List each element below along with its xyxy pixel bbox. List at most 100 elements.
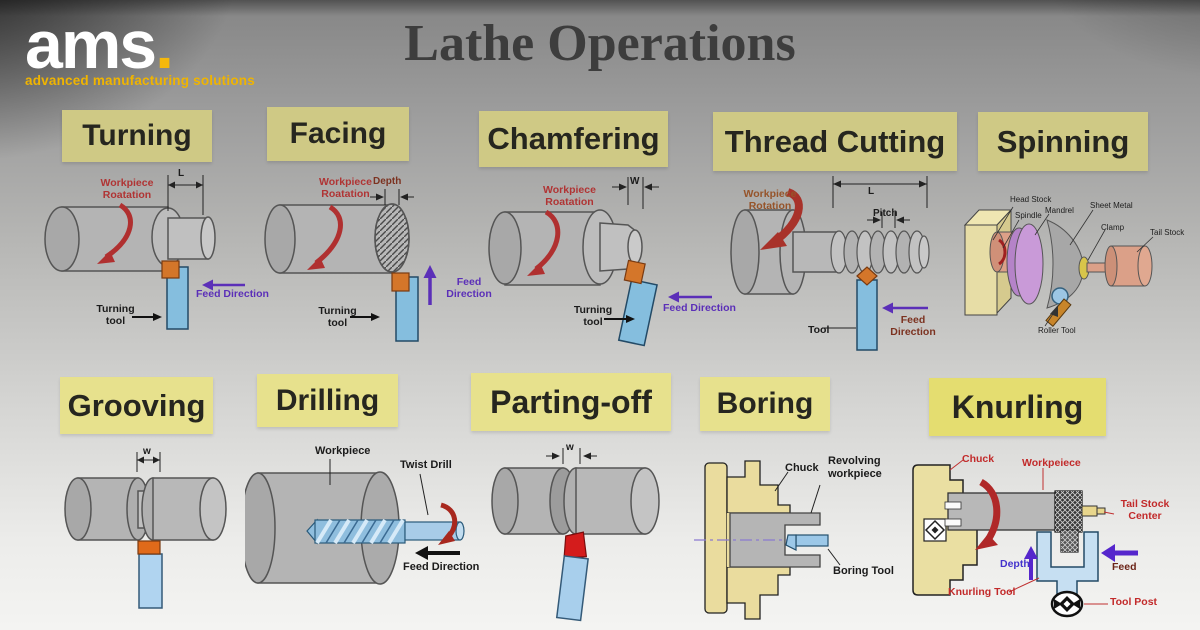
chamfering-rotation-label: Workpiece Roatation: [543, 184, 596, 209]
turning-header: Turning: [62, 110, 212, 162]
turning-feed-label: Feed Direction: [196, 288, 269, 300]
knurling-chuck-notch-bottom: [944, 518, 962, 527]
grooving-dimension-w: [136, 452, 161, 472]
knurling-chuck-notch-top: [944, 501, 962, 510]
panel-thread-cutting: Thread Cutting: [710, 106, 962, 358]
grooving-workpiece: [64, 477, 227, 541]
parting-off-workpiece: [491, 467, 660, 535]
thread-rotation-arrow: [760, 188, 803, 250]
facing-feed-arrow: [423, 265, 437, 305]
boring-workpiece-label: Revolving workpiece: [828, 455, 882, 480]
facing-rotation-arrow: [307, 204, 343, 270]
drilling-feed-label: Feed Direction: [403, 561, 480, 573]
parting-off-diagram: [491, 448, 660, 622]
facing-dimension-depth: [370, 189, 414, 205]
drilling-diagram: [245, 459, 465, 585]
thread-dim-length-label: L: [868, 186, 875, 197]
knurling-tool-post-label: Tool Post: [1110, 596, 1158, 608]
drilling-rotation-arrow: [438, 502, 458, 545]
turning-dimension-L: [167, 175, 204, 215]
page-title: Lathe Operations: [404, 15, 796, 72]
thread-dim-pitch-label: Pitch: [873, 208, 898, 219]
ams-logo: ams. advanced manufacturing solutions: [25, 7, 275, 88]
turning-tool-shape: [161, 260, 189, 330]
facing-feed-label: Feed Direction: [446, 276, 492, 301]
knurling-feed-arrow: [1101, 544, 1138, 562]
facing-tool-label: Turning tool: [318, 305, 357, 330]
panel-facing: Facing: [260, 102, 492, 350]
knurling-knurled-section: [1054, 490, 1083, 533]
thread-feed-label: Feed Direction: [890, 314, 936, 339]
boring-diagram: [694, 460, 841, 620]
drilling-twist-drill-label: Twist Drill: [400, 459, 452, 471]
facing-dim-label: Depth: [373, 176, 402, 187]
parting-off-dim-label: w: [566, 442, 574, 453]
knurling-tool-shape: [1036, 531, 1099, 609]
knurling-leader-lines: [949, 459, 1115, 605]
knurling-diagram: [912, 459, 1138, 618]
spinning-sheet-metal-label: Sheet Metal: [1090, 201, 1133, 210]
drilling-twist-drill: [306, 518, 465, 545]
knurling-tail-stock-center-label: Tail Stock Center: [1120, 498, 1170, 523]
boring-header: Boring: [700, 377, 830, 431]
grooving-diagram: [64, 452, 227, 609]
parting-off-dimension-w: [546, 448, 597, 464]
chamfering-dimension-W: [612, 177, 659, 209]
turning-rotation-label: Workpiece Roatation: [100, 177, 154, 202]
spinning-leader-lines: [992, 206, 1154, 327]
chamfering-rotation-arrow: [527, 209, 561, 276]
parting-off-tool-shape: [555, 531, 589, 622]
knurling-header: Knurling: [929, 378, 1106, 436]
thread-feed-arrow: [882, 302, 928, 314]
facing-tool-shape: [391, 272, 419, 342]
knurling-rotation-arrow: [975, 478, 1001, 550]
boring-leader-lines: [774, 471, 841, 566]
chamfering-tool-label: Turning tool: [573, 304, 613, 329]
thread-cutting-header: Thread Cutting: [713, 112, 957, 171]
boring-tool-shape: [785, 534, 829, 551]
knurling-wheel: [1060, 529, 1079, 553]
turning-feed-arrow: [202, 279, 245, 291]
parting-off-header: Parting-off: [471, 373, 671, 431]
chamfering-tool-shape: [617, 259, 658, 347]
thread-rotation-label: Workpiece Rotation: [743, 188, 797, 213]
knurling-workpiece-shape: [947, 492, 1061, 531]
turning-dim-label: L: [178, 168, 185, 179]
spinning-header: Spinning: [978, 112, 1148, 171]
spinning-roller-leader-arrowhead: [1050, 305, 1058, 317]
spinning-roller-tool-label: Roller Tool: [1038, 326, 1076, 335]
knurling-tail-stock-center-shape: [1081, 505, 1106, 517]
facing-rotation-label: Workpiece Roatation: [319, 176, 372, 201]
spinning-clamp-label: Clamp: [1101, 223, 1125, 232]
thread-cutting-diagram: [730, 176, 930, 351]
knurling-chuck-label: Chuck: [962, 453, 995, 465]
spinning-mandrel-label: Mandrel: [1045, 206, 1074, 215]
panel-parting-off: Parting-off w: [468, 366, 690, 628]
chamfering-header: Chamfering: [479, 111, 668, 167]
turning-tool-label: Turning tool: [96, 303, 135, 328]
panel-spinning: Spinning: [953, 106, 1200, 356]
spinning-diagram: [963, 206, 1154, 327]
ams-brand: ams: [25, 7, 157, 83]
panel-grooving: Grooving w: [55, 370, 267, 625]
spinning-tail-stock-label: Tail Stock: [1150, 228, 1185, 237]
turning-rotation-arrow: [97, 202, 133, 264]
drilling-workpiece-label: Workpiece: [315, 445, 371, 457]
turning-workpiece: [44, 206, 216, 272]
spinning-spindle-label: Spindle: [1015, 211, 1042, 220]
knurling-depth-arrow: [1024, 546, 1038, 580]
grooving-tool-shape: [137, 540, 163, 609]
chamfering-feed-label: Feed Direction: [663, 302, 736, 314]
boring-tool-label: Boring Tool: [833, 565, 894, 577]
spinning-sheet-metal: [1046, 219, 1084, 309]
panel-chamfering: Chamfering: [477, 106, 736, 356]
grooving-dim-label: w: [143, 446, 151, 457]
ams-logo-dot: .: [155, 7, 174, 83]
turning-tool-pointer-arrow: [132, 313, 162, 321]
knurling-tool-post-shape: [1050, 590, 1084, 618]
turning-diagram: [44, 175, 245, 330]
thread-tool-shape: [856, 266, 878, 351]
thread-screw-threads: [830, 230, 930, 274]
chamfering-tool-pointer-arrow: [604, 315, 635, 323]
facing-tool-pointer-arrow: [350, 313, 380, 321]
